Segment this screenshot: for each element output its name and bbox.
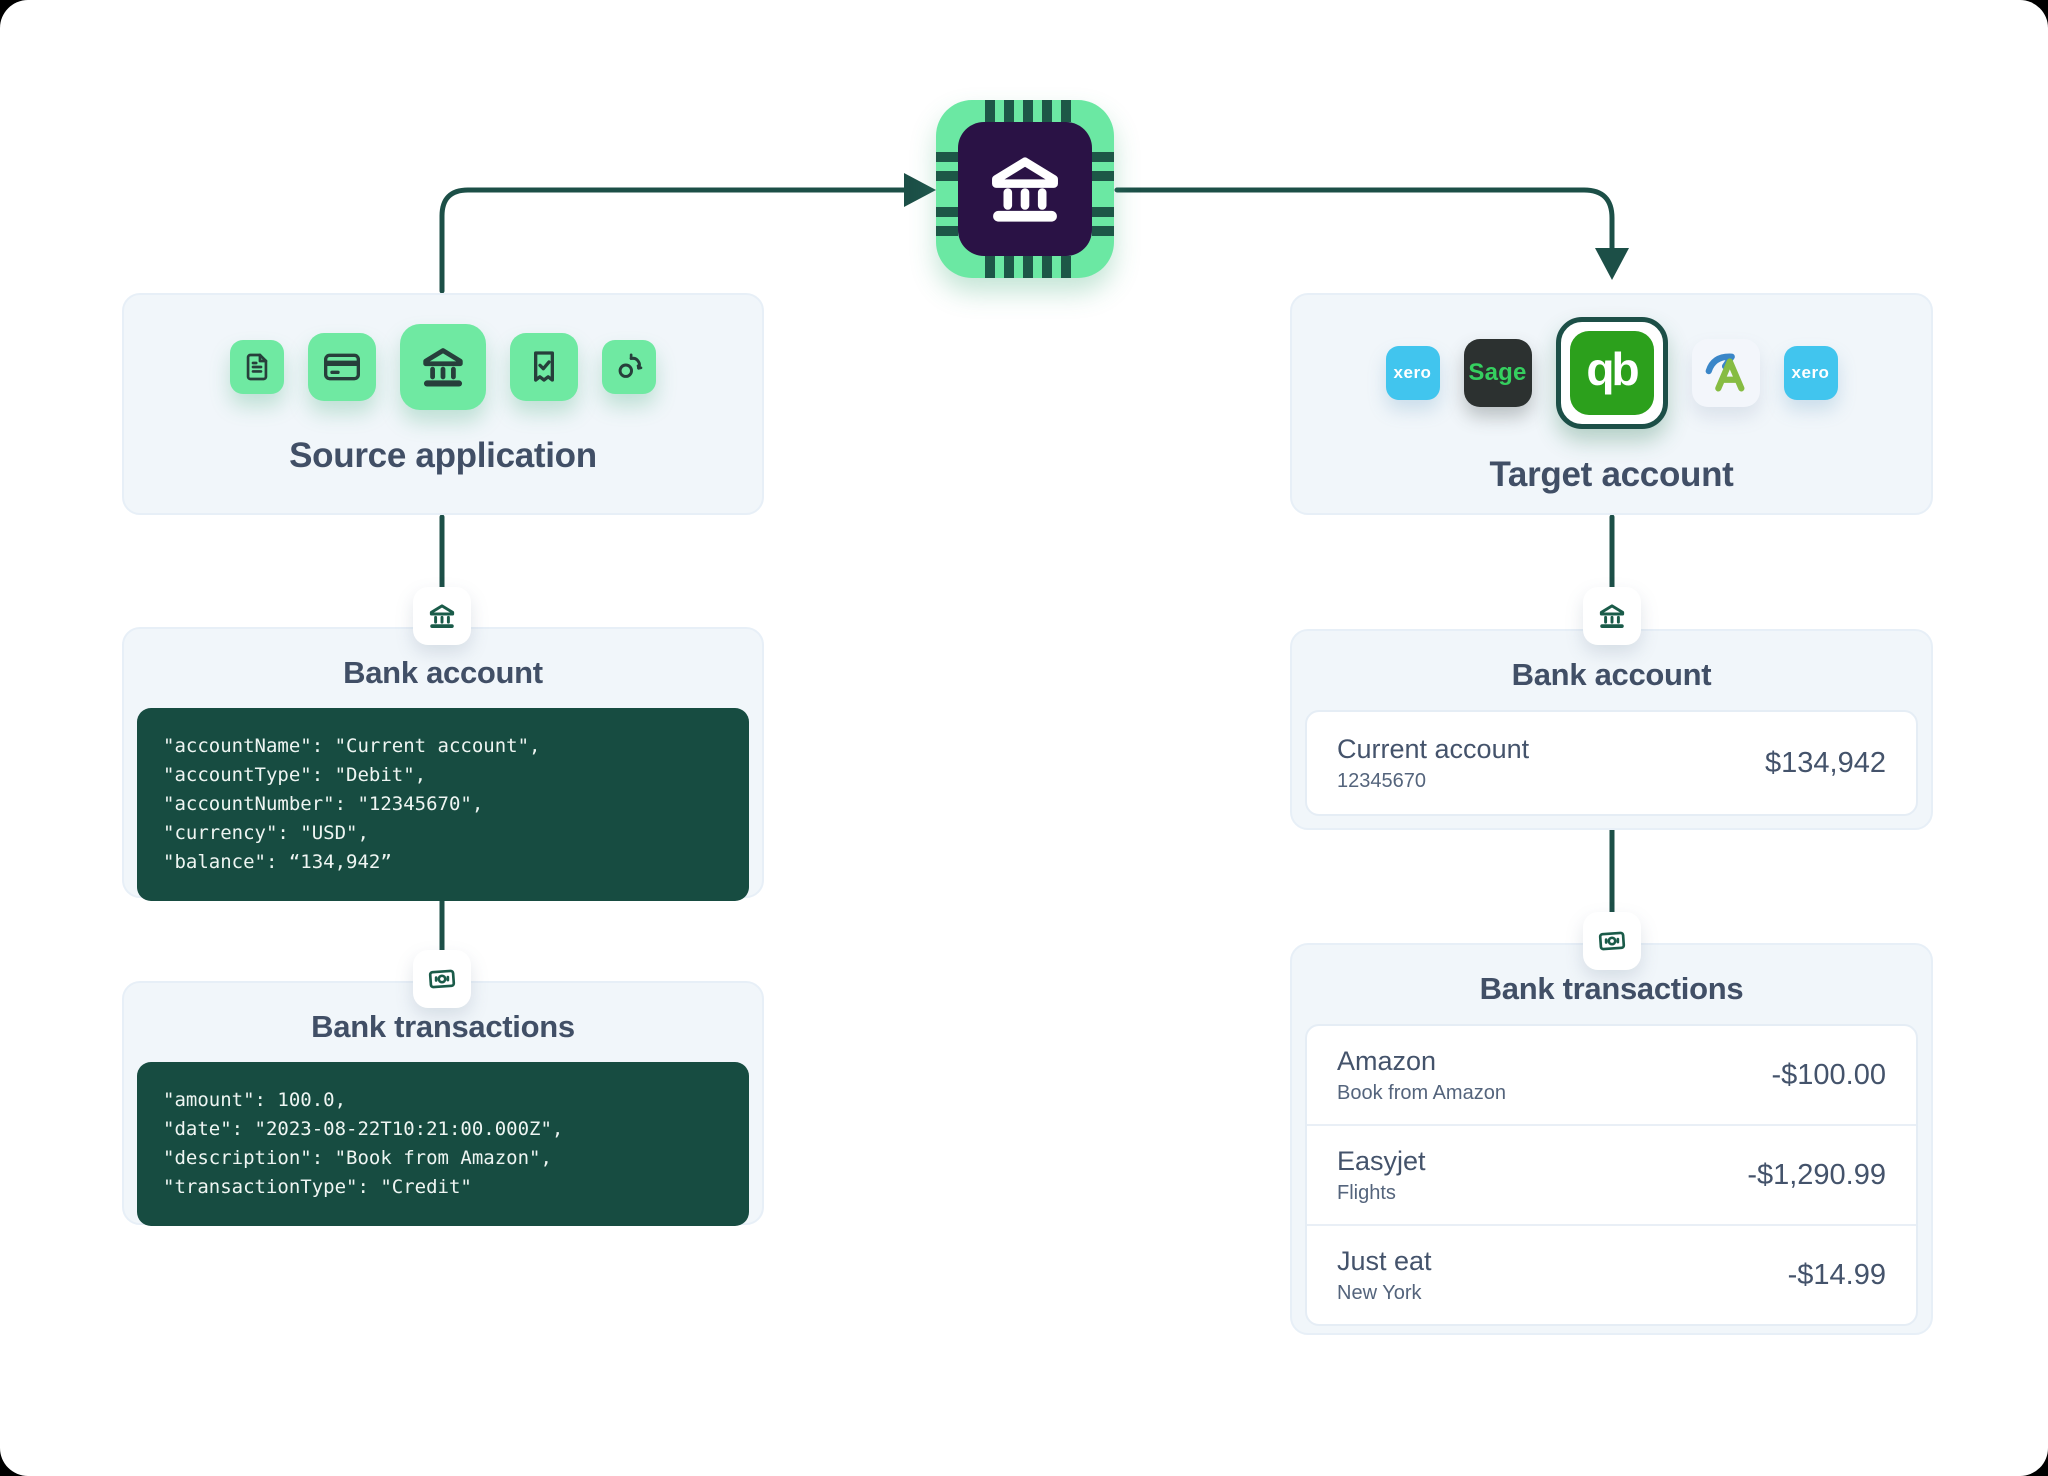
row-divider — [1307, 1224, 1916, 1226]
section-title: Bank account — [343, 655, 543, 690]
xero-app-tile[interactable]: xero — [1783, 346, 1838, 400]
credit-card-icon[interactable] — [308, 333, 376, 401]
transaction-row: Easyjet Flights -$1,290.99 — [1307, 1126, 1916, 1224]
transaction-amount: -$100.00 — [1771, 1058, 1887, 1091]
account-number: 12345670 — [1337, 769, 1426, 792]
source-bank-account-panel: Bank account "accountName": "Current acc… — [122, 627, 764, 901]
quickbooks-logo: qb — [1569, 331, 1654, 415]
section-title: Bank transactions — [1479, 971, 1744, 1006]
bank-icon[interactable] — [400, 324, 486, 410]
arrow-source-to-hub — [439, 187, 909, 294]
target-panel-title: Target account — [1489, 455, 1734, 494]
arrow-hub-to-target — [1114, 187, 1615, 253]
invoice-icon[interactable] — [230, 340, 284, 394]
section-title: Bank account — [1511, 657, 1712, 692]
bank-badge — [413, 587, 471, 645]
account-balance: $134,942 — [1765, 746, 1886, 779]
source-app-tiles — [230, 324, 656, 410]
source-application-panel: Source application — [122, 293, 764, 515]
bank-badge — [1583, 587, 1641, 645]
bank-icon — [429, 604, 455, 628]
code-line: "description": "Book from Amazon", — [163, 1147, 552, 1169]
source-panel-title: Source application — [289, 436, 597, 475]
section-title: Bank transactions — [311, 1009, 575, 1044]
arrowhead — [904, 173, 936, 207]
sync-icon[interactable] — [602, 340, 656, 394]
sage-app-tile[interactable]: Sage — [1463, 339, 1532, 407]
banknote-icon — [428, 969, 456, 989]
transaction-description: Book from Amazon — [1337, 1081, 1506, 1104]
transactions-badge — [1583, 912, 1641, 970]
freeagent-app-tile[interactable] — [1691, 339, 1760, 407]
bank-chip-icon — [958, 122, 1092, 256]
transaction-name: Amazon — [1337, 1045, 1437, 1076]
banknote-icon — [1598, 931, 1626, 951]
bank-transactions-code-block: "amount": 100.0, "date": "2023-08-22T10:… — [137, 1062, 749, 1226]
target-app-tiles: xero Sage qb xero — [1385, 317, 1838, 429]
transaction-amount: -$14.99 — [1787, 1258, 1886, 1291]
sage-logo: Sage — [1468, 359, 1527, 386]
bank-transactions-card: Amazon Book from Amazon -$100.00 Easyjet… — [1305, 1024, 1918, 1326]
xero-logo: xero — [1393, 363, 1432, 382]
code-line: "currency": "USD", — [163, 822, 369, 844]
target-account-panel: xero Sage qb xero Target account — [1290, 293, 1933, 515]
freeagent-logo — [1705, 353, 1744, 392]
target-bank-transactions-panel: Bank transactions Amazon Book from Amazo… — [1290, 943, 1933, 1335]
transactions-badge — [413, 950, 471, 1008]
code-line: "transactionType": "Credit" — [163, 1176, 472, 1198]
transaction-amount: -$1,290.99 — [1747, 1158, 1886, 1191]
arrowhead — [1595, 248, 1629, 280]
xero-app-tile[interactable]: xero — [1385, 346, 1440, 400]
code-line: "accountNumber": "12345670", — [163, 793, 484, 815]
code-line: "balance": “134,942” — [163, 851, 392, 873]
bank-account-code-block: "accountName": "Current account", "accou… — [137, 708, 749, 901]
transaction-name: Just eat — [1337, 1245, 1432, 1276]
bank-chip-hub — [936, 100, 1114, 278]
quickbooks-app-tile-selected[interactable]: qb — [1555, 317, 1668, 429]
bank-icon — [1599, 604, 1625, 628]
source-bank-transactions-panel: Bank transactions "amount": 100.0, "date… — [122, 981, 764, 1226]
account-name: Current account — [1337, 733, 1530, 764]
code-line: "amount": 100.0, — [163, 1089, 347, 1111]
receipt-check-icon[interactable] — [510, 333, 578, 401]
code-line: "accountName": "Current account", — [163, 735, 541, 757]
target-bank-account-panel: Bank account Current account 12345670 $1… — [1290, 629, 1933, 830]
transaction-row: Just eat New York -$14.99 — [1307, 1226, 1916, 1324]
transaction-description: New York — [1337, 1281, 1422, 1304]
transaction-row: Amazon Book from Amazon -$100.00 — [1307, 1026, 1916, 1124]
bank-account-card: Current account 12345670 $134,942 — [1305, 710, 1918, 816]
code-line: "date": "2023-08-22T10:21:00.000Z", — [163, 1118, 564, 1140]
transaction-name: Easyjet — [1337, 1145, 1426, 1176]
transaction-description: Flights — [1337, 1181, 1396, 1204]
row-divider — [1307, 1124, 1916, 1126]
code-line: "accountType": "Debit", — [163, 764, 427, 786]
xero-logo: xero — [1791, 363, 1830, 382]
